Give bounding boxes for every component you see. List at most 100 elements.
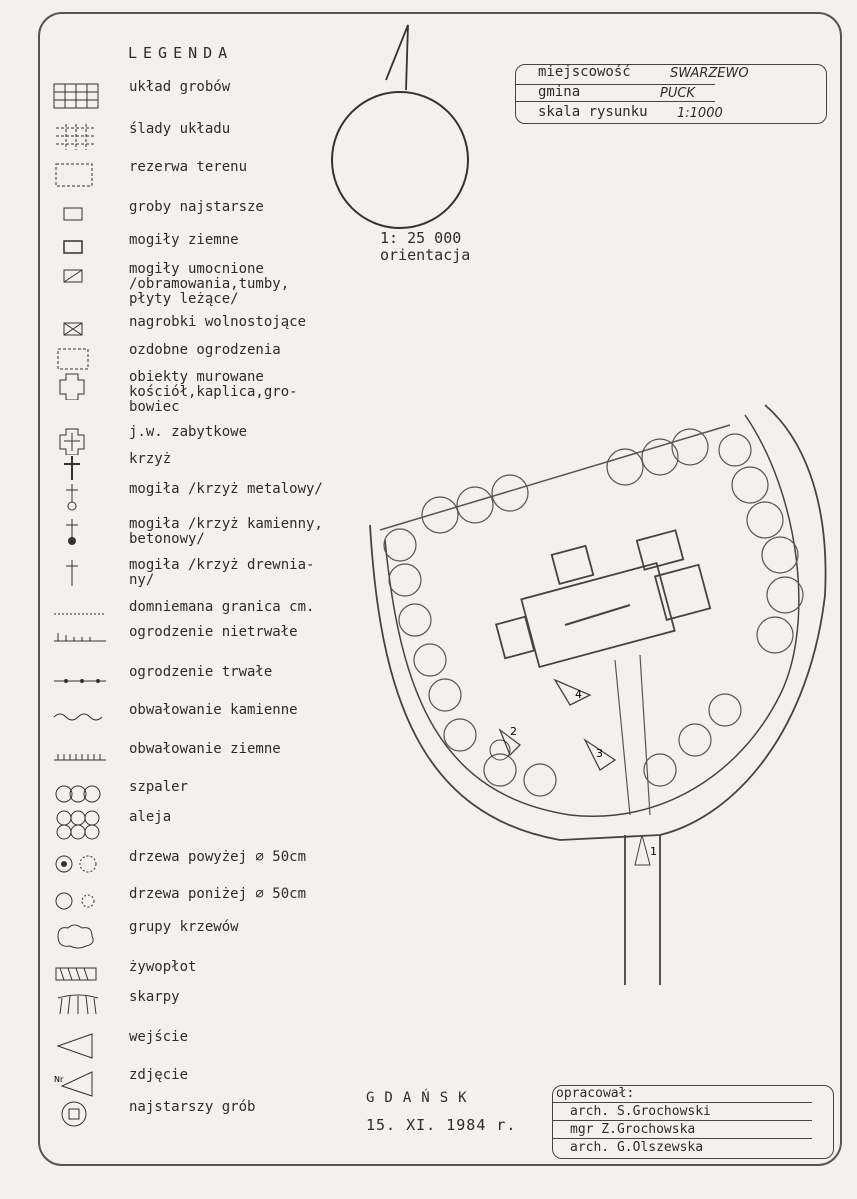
legend-item-label: grupy krzewów	[129, 919, 239, 935]
footer-date: 15. XI. 1984 r.	[366, 1116, 517, 1134]
small-tree-icon	[55, 892, 95, 910]
oldest-graves-icon	[63, 207, 83, 221]
footer-city: GDAŃSK	[366, 1090, 477, 1106]
location-scale-label: skala rysunku	[538, 104, 648, 120]
orientation-scale: 1: 25 000	[380, 229, 462, 247]
cemetery-plan: 1 4 2	[369, 404, 827, 985]
legend-item-label: mogiły umocnione /obramowania,tumby, pły…	[129, 261, 290, 307]
legend-item-label: skarpy	[129, 989, 180, 1005]
legend-item-label: drzewa powyżej ⌀ 50cm	[129, 849, 307, 865]
grid-layout-icon	[53, 83, 99, 109]
north-arrow-icon	[385, 24, 409, 91]
reserve-icon	[55, 163, 93, 187]
legend-item-label: ogrodzenie trwałe	[129, 664, 273, 680]
legend-item-label: groby najstarsze	[129, 199, 264, 215]
cemetery-boundary-line	[379, 424, 731, 531]
location-scale-value: 1:1000	[677, 106, 723, 121]
legend-item-label: mogiła /krzyż metalowy/	[129, 481, 323, 497]
legend-item-label: żywopłot	[129, 959, 197, 975]
location-divider-2	[515, 101, 715, 102]
location-town-label: miejscowość	[538, 64, 631, 80]
authors-box	[552, 1085, 834, 1159]
author-2: mgr Z.Grochowska	[570, 1122, 696, 1137]
legend-item-label: ogrodzenie nietrwałe	[129, 624, 298, 640]
orientation-diagram	[331, 24, 469, 229]
photo-markers	[498, 678, 617, 771]
large-tree-icon	[55, 855, 97, 873]
legend-item-label: krzyż	[129, 451, 172, 467]
legend-item-label: obwałowanie kamienne	[129, 702, 298, 718]
masonry-building-icon	[59, 373, 85, 400]
outer-road-edge	[369, 404, 827, 841]
legend-item-label: wejście	[129, 1029, 189, 1045]
wooden-cross-grave-icon	[66, 560, 78, 586]
orientation-circle	[331, 91, 469, 229]
legend-item-label: nagrobki wolnostojące	[129, 314, 307, 330]
boundary-icon	[54, 613, 104, 615]
legend-item-label: ślady układu	[129, 121, 231, 137]
photo-number-2: 2	[510, 725, 517, 738]
photo-icon: Nr	[54, 1071, 93, 1097]
grid-traces-icon	[56, 124, 96, 150]
legend-item-label: układ grobów	[129, 79, 231, 95]
location-divider-1	[515, 84, 715, 85]
tree-row	[383, 428, 804, 797]
legend-item-label: obiekty murowane kościół,kaplica,gro- bo…	[129, 369, 298, 415]
orientation-text: orientacja	[380, 246, 471, 264]
legend-item-label: mogiły ziemne	[129, 232, 239, 248]
legend-item-label: ozdobne ogrodzenia	[129, 342, 281, 358]
hedge-icon	[55, 967, 97, 981]
oldest-grave-marker-icon	[61, 1101, 87, 1127]
legend-item-label: domniemana granica cm.	[129, 599, 315, 615]
svg-text:Nr: Nr	[54, 1075, 64, 1084]
legend-item-label: szpaler	[129, 779, 189, 795]
temporary-fence-icon	[54, 633, 106, 642]
author-3: arch. G.Olszewska	[570, 1140, 704, 1155]
earth-embankment-icon	[54, 754, 106, 761]
metal-cross-grave-icon	[66, 484, 78, 511]
legend-item-label: najstarszy grób	[129, 1099, 256, 1115]
entrance-icon	[56, 1033, 93, 1059]
authors-divider-1	[552, 1102, 812, 1103]
access-road	[624, 835, 661, 985]
authors-divider-2	[552, 1120, 812, 1121]
legend-title: LEGENDA	[128, 44, 234, 62]
prepared-label: opracował:	[556, 1086, 635, 1101]
location-box	[515, 64, 827, 124]
location-town-value: SWARZEWO	[670, 66, 749, 81]
entrance-icon	[634, 834, 651, 866]
authors-divider-3	[552, 1138, 812, 1139]
location-commune-label: gmina	[538, 84, 581, 100]
orientation-label: 1: 25 000 orientacja	[380, 230, 470, 264]
legend-item-label: zdjęcie	[129, 1067, 189, 1083]
legend-item-label: mogiła /krzyż drewnia- ny/	[129, 557, 315, 588]
permanent-fence-icon	[54, 679, 106, 683]
slope-icon	[57, 994, 99, 1015]
reinforced-grave-icon	[63, 269, 83, 283]
author-1: arch. S.Grochowski	[570, 1104, 711, 1119]
tree-row-icon	[55, 785, 101, 803]
alley-icon	[56, 810, 100, 840]
legend-item-label: drzewa poniżej ⌀ 50cm	[129, 886, 307, 902]
inner-road-edge	[384, 414, 800, 817]
legend-item-label: j.w. zabytkowe	[129, 424, 248, 440]
church-building	[495, 529, 712, 669]
fence-ornamental-icon	[57, 348, 89, 370]
tombstone-icon	[63, 322, 83, 336]
oldest-grave-marker-icon	[489, 739, 511, 761]
legend-item-label: obwałowanie ziemne	[129, 741, 281, 757]
photo-number-3: 3	[596, 747, 603, 760]
photo-number-4: 4	[575, 688, 582, 701]
earth-grave-icon	[63, 240, 83, 254]
sheet-frame	[38, 12, 842, 1166]
stone-cross-grave-icon	[66, 519, 78, 545]
historic-building-icon	[59, 428, 85, 455]
entrance-number: 1	[650, 845, 657, 858]
legend-item-label: rezerwa terenu	[129, 159, 248, 175]
location-commune-value: PUCK	[660, 86, 695, 101]
legend-item-label: mogiła /krzyż kamienny, betonowy/	[129, 516, 323, 547]
cross-icon	[64, 456, 80, 480]
legend-item-label: aleja	[129, 809, 172, 825]
footpath	[614, 654, 651, 816]
